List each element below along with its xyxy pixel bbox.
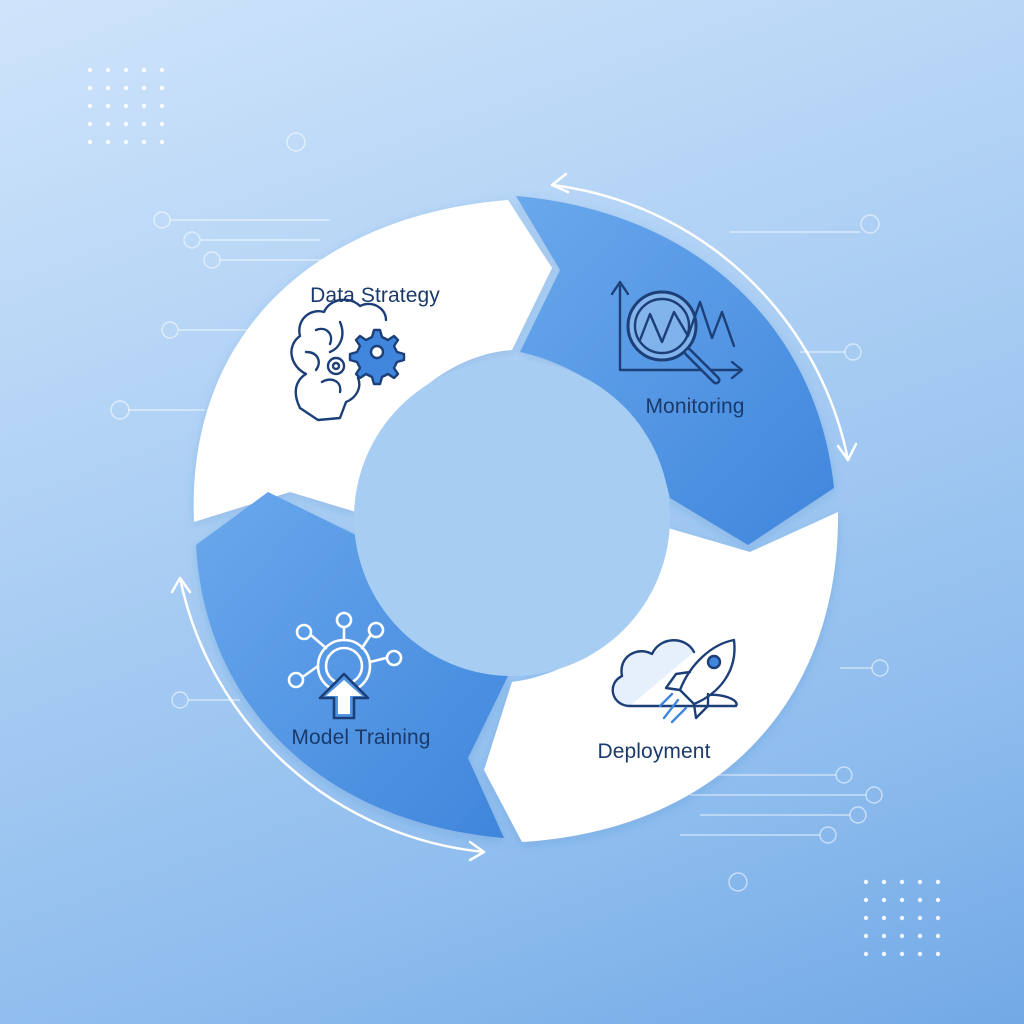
segment-model-training — [196, 492, 508, 838]
cycle-arrows — [170, 172, 858, 862]
cycle-arrow-left — [178, 576, 486, 854]
stage-label-monitoring: Monitoring — [645, 395, 745, 418]
stage-label-data-strategy: Data Strategy — [310, 284, 440, 307]
dot-grid-bottom-right — [863, 879, 941, 957]
cycle-arrow-right — [550, 183, 850, 462]
hub-circle — [354, 360, 670, 676]
background-decor — [87, 67, 941, 957]
circuit-lines-right — [680, 214, 889, 892]
dot-grid-top-left — [87, 67, 165, 145]
circuit-lines-left — [110, 132, 330, 709]
brain-gear-icon — [290, 298, 406, 422]
network-upload-icon — [287, 611, 403, 720]
stage-label-model-training: Model Training — [291, 726, 431, 749]
cloud-rocket-icon — [611, 638, 738, 724]
stage-label-deployment: Deployment — [597, 740, 711, 763]
magnifier-chart-icon — [610, 280, 744, 385]
